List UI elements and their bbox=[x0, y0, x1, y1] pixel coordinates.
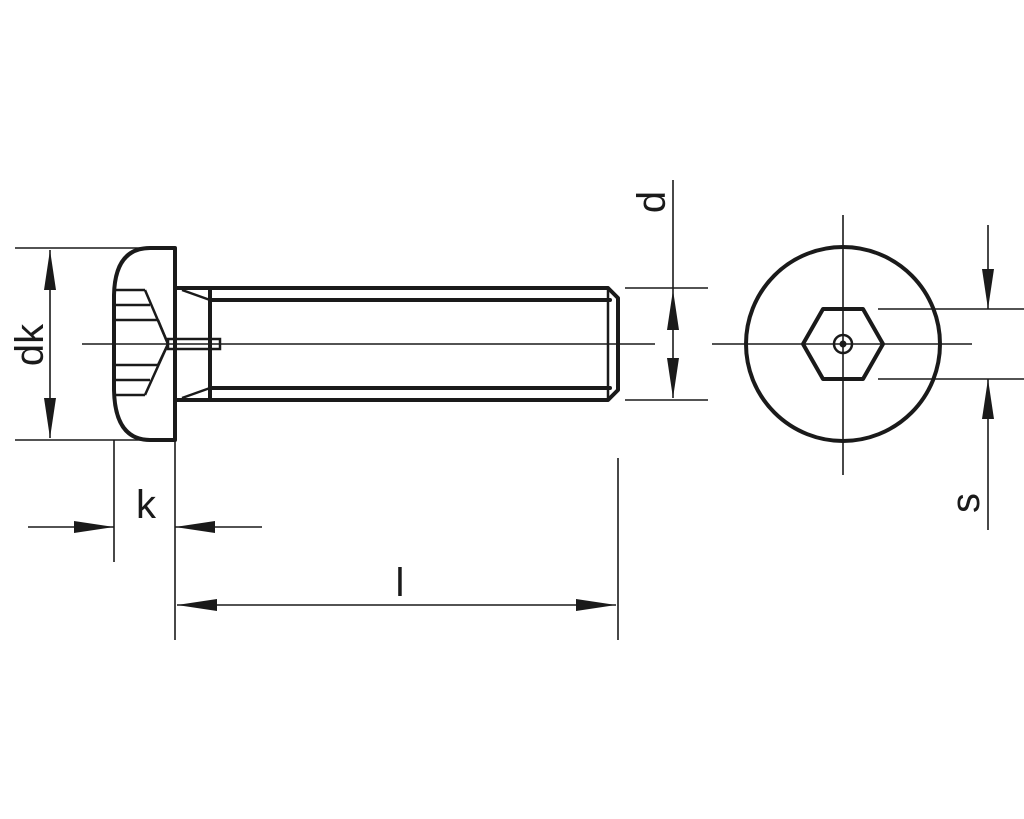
dimension-k: k bbox=[28, 440, 262, 640]
label-l: l bbox=[396, 561, 405, 605]
dimension-dk: dk bbox=[8, 247, 175, 441]
end-view bbox=[712, 215, 972, 475]
head-socket-lines bbox=[114, 288, 222, 397]
dimension-s: s bbox=[878, 225, 1024, 530]
label-dk: dk bbox=[8, 323, 52, 366]
label-k: k bbox=[136, 483, 157, 527]
screw-head-outline bbox=[112, 246, 177, 442]
side-view bbox=[82, 246, 655, 442]
label-s: s bbox=[944, 493, 988, 513]
label-d: d bbox=[630, 191, 674, 213]
thread-runout-bottom bbox=[181, 386, 211, 400]
dimension-l: l bbox=[177, 458, 619, 640]
dimension-d: d bbox=[625, 180, 708, 401]
thread-runout-top bbox=[181, 288, 211, 302]
